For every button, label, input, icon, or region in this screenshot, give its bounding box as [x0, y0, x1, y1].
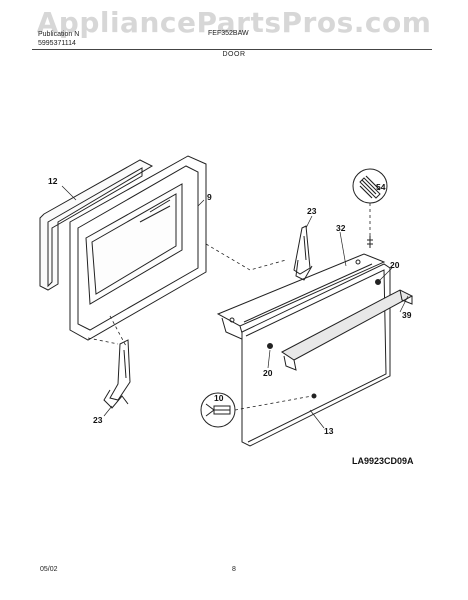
callout-leaders: [61, 185, 409, 429]
footer-page-number: 8: [232, 566, 236, 573]
callout-label: 20: [390, 260, 400, 270]
callout-label: 32: [336, 223, 346, 233]
publication-number: Publication N 5995371114: [38, 30, 79, 48]
watermark: AppliancePartsPros.com: [36, 6, 432, 39]
publication-label: Publication N: [38, 31, 80, 38]
callout-label: 39: [402, 310, 412, 320]
callout-label: 12: [48, 176, 58, 186]
callout-label: 13: [324, 426, 334, 436]
inner-door-liner-part: [69, 155, 207, 341]
door-gasket-part: [39, 159, 154, 291]
callout-label: 54: [376, 182, 386, 192]
bolt-detail-part: [200, 392, 317, 428]
screw-detail-part: [352, 168, 388, 248]
header-divider: [32, 49, 432, 50]
diagram-code: LA9923CD09A: [352, 456, 414, 466]
door-handle-part: [281, 289, 414, 371]
callout-label: 9: [207, 192, 212, 202]
outer-door-panel-part: [241, 263, 391, 447]
model-number: FEF352BAW: [208, 30, 249, 37]
callout-label: 20: [263, 368, 273, 378]
publication-value: 5995371114: [38, 40, 76, 47]
door-hinge-part: [103, 225, 313, 409]
callout-label: 10: [214, 393, 224, 403]
footer-date: 05/02: [40, 566, 58, 573]
callout-label: 23: [307, 206, 317, 216]
assembly-guide-lines: [87, 203, 371, 411]
handle-screw-part: [267, 279, 381, 349]
section-title: DOOR: [222, 51, 246, 58]
callout-label: 23: [93, 415, 103, 425]
callout-labels: 12 9 23 32 54 20 39 20 23 10 13: [48, 176, 412, 436]
